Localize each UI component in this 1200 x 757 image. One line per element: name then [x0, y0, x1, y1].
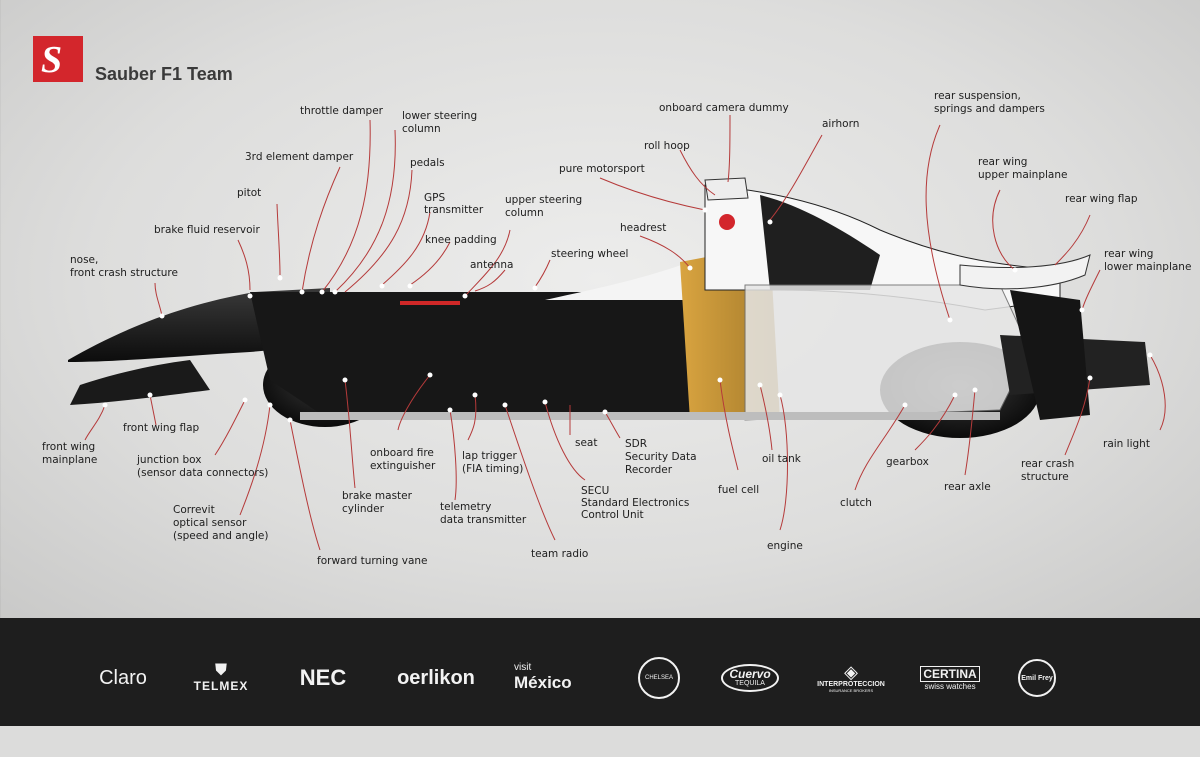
airbox-carbon: [760, 195, 880, 290]
sponsor-oerlikon: oerlikon: [397, 666, 475, 689]
car-body: [68, 177, 1150, 438]
sponsor-visit-mexico: visit México: [514, 662, 572, 693]
cockpit-cover: [545, 262, 700, 300]
label-seat: seat: [575, 437, 597, 449]
leader-lines: [84, 114, 1166, 551]
label-nose: nose,front crash structure: [70, 254, 178, 279]
label-airhorn: airhorn: [822, 118, 859, 130]
chassis-shape: [250, 292, 720, 420]
label-headrest: headrest: [620, 222, 666, 234]
sponsor-telmex: ⛊ TELMEX: [193, 662, 249, 694]
sponsor-emil-frey: Emil Frey: [1017, 658, 1057, 698]
emil-frey-emblem-icon: Emil Frey: [1018, 659, 1056, 697]
label-oil-tank: oil tank: [762, 453, 802, 465]
label-rear-axle: rear axle: [944, 481, 991, 493]
label-pitot: pitot: [237, 187, 261, 199]
label-clutch: clutch: [840, 497, 872, 509]
label-gearbox: gearbox: [886, 456, 929, 468]
sponsor-claro: Claro: [99, 666, 147, 689]
label-brake-fluid-reservoir: brake fluid reservoir: [154, 224, 260, 236]
roll-hoop-shape: [704, 177, 749, 201]
label-fuel-cell: fuel cell: [718, 484, 759, 496]
label-3rd-element-damper: 3rd element damper: [245, 151, 354, 163]
sponsor-interproteccion: ◈ INTERPROTECCION INSURANCE BROKERS: [817, 662, 885, 693]
label-onboard-camera-dummy: onboard camera dummy: [659, 102, 789, 114]
interproteccion-emblem-icon: ◈: [844, 662, 858, 682]
sponsor-cuervo: Cuervo TEQUILA: [720, 658, 780, 698]
label-rear-suspension: rear suspension,springs and dampers: [934, 90, 1045, 115]
label-lap-trigger: lap trigger(FIA timing): [462, 450, 523, 475]
sauber-logo: S: [33, 36, 83, 82]
marker-dots: [102, 207, 1153, 423]
rear-wing-shape: [959, 254, 1091, 290]
label-knee-padding: knee padding: [425, 234, 497, 246]
bottom-strip: [0, 726, 1200, 757]
team-name: Sauber F1 Team: [95, 64, 233, 84]
label-roll-hoop: roll hoop: [644, 140, 690, 152]
label-pedals: pedals: [410, 157, 445, 169]
label-rain-light: rain light: [1103, 438, 1150, 450]
sponsor-certina: CERTINA swiss watches: [918, 658, 982, 698]
label-pure-motorsport: pure motorsport: [559, 163, 645, 175]
sponsor-bar: Claro ⛊ TELMEX NEC oerlikon visit México…: [0, 618, 1200, 726]
label-team-radio: team radio: [531, 548, 588, 560]
label-steering-wheel: steering wheel: [551, 248, 628, 260]
label-front-wing-flap: front wing flap: [123, 422, 200, 434]
sponsor-chelsea: CHELSEA: [636, 657, 682, 699]
red-detail: [400, 301, 460, 305]
front-wing-shape: [70, 360, 210, 405]
label-antenna: antenna: [470, 259, 513, 271]
engine-block: [744, 284, 1031, 421]
chelsea-crest-icon: CHELSEA: [638, 657, 680, 699]
telmex-emblem-icon: ⛊: [214, 662, 227, 679]
engine-cover-sauber-logo: [719, 214, 735, 230]
label-junction-box: junction box(sensor data connectors): [136, 454, 268, 479]
label-forward-turning-vane: forward turning vane: [317, 555, 428, 567]
label-throttle-damper: throttle damper: [300, 105, 384, 117]
floor-shape: [300, 412, 1000, 420]
sponsor-nec: NEC: [299, 665, 347, 690]
label-rear-wing-flap: rear wing flap: [1065, 193, 1138, 205]
label-engine: engine: [767, 540, 803, 552]
rear-wing-endplate: [1010, 290, 1090, 420]
